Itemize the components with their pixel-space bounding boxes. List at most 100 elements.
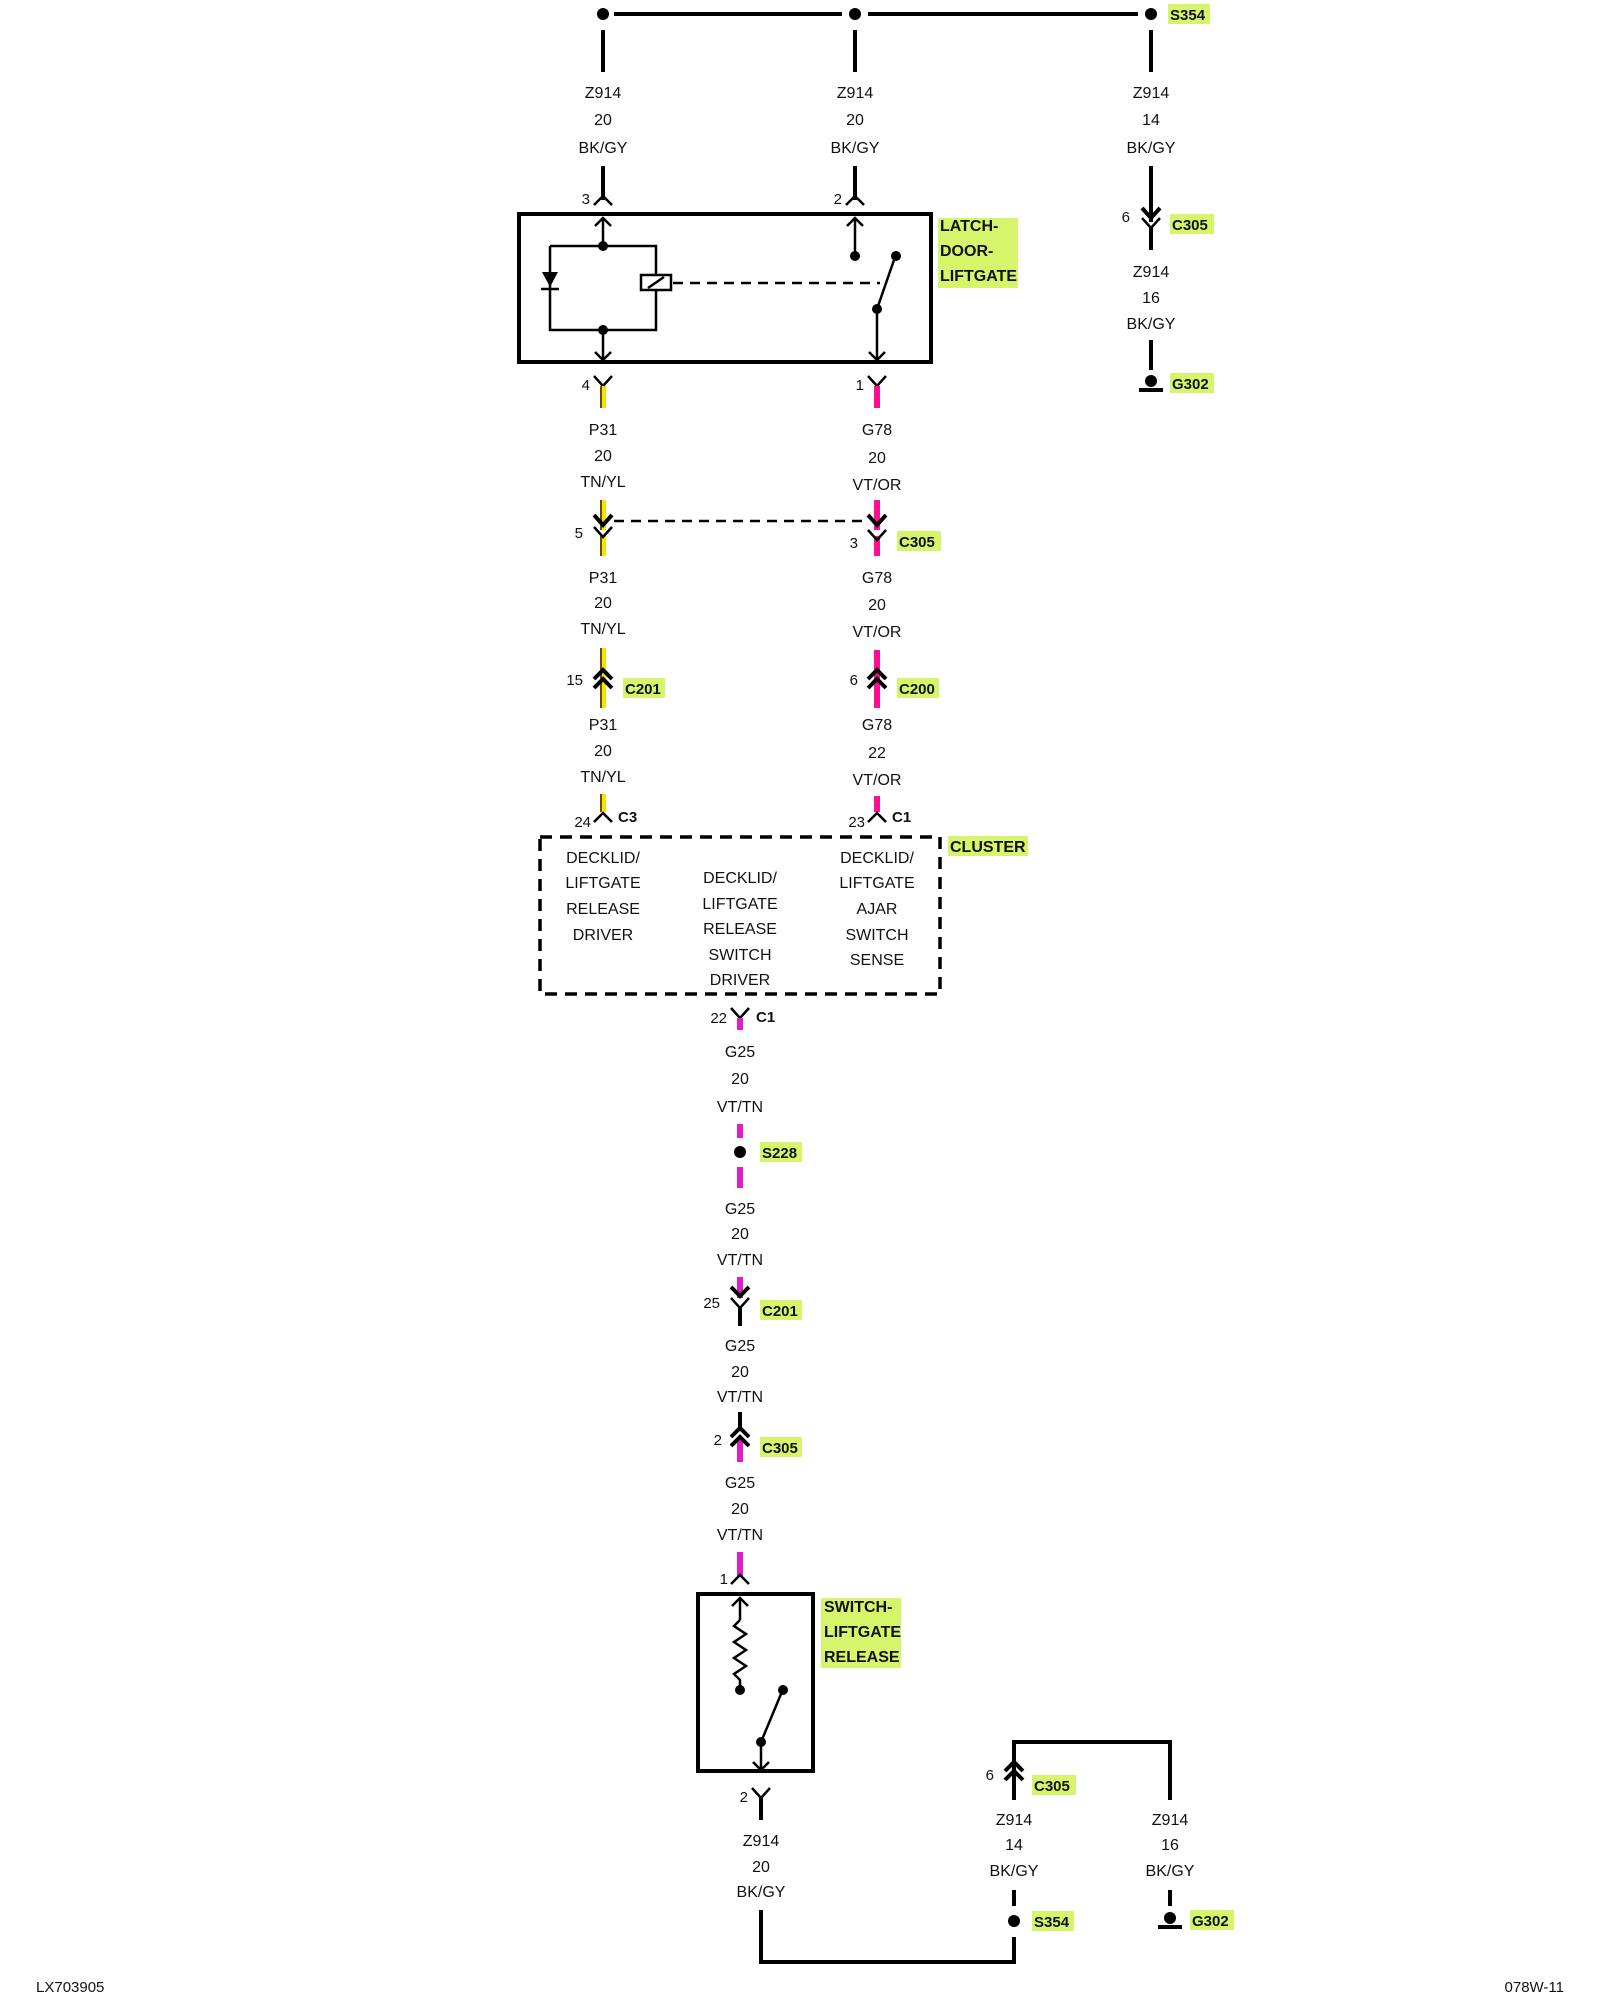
label-highlight (760, 1437, 802, 1457)
function-line: RELEASE (566, 901, 640, 918)
wire-label-g25-d: G25 20 VT/TN (717, 1475, 763, 1544)
circuit-id: P31 (589, 717, 618, 734)
circuit-id: Z914 (743, 1833, 780, 1850)
label-highlight (1032, 1911, 1074, 1931)
component-name-line: SWITCH- (824, 1599, 892, 1616)
terminal-arrow (868, 351, 886, 362)
connector-latch-pin4: 4 (582, 375, 613, 394)
splice-s228: S228 (734, 1142, 802, 1162)
connector-latch-pin3: 3 (582, 191, 613, 208)
wire-label-p31-a: P31 20 TN/YL (580, 422, 625, 491)
pin-number: 24 (574, 814, 591, 831)
connector-female-chevron (730, 1297, 750, 1310)
wire-gauge: 20 (731, 1501, 749, 1518)
connector-c201-g25: 25 C201 (703, 1285, 802, 1320)
ground-return-wire (759, 1910, 1016, 1964)
label-highlight (1190, 1910, 1234, 1930)
instrument-cluster: CLUSTER DECKLID/ LIFTGATE RELEASE DRIVER… (538, 835, 1028, 996)
coil-loop (548, 244, 658, 332)
circuit-id: Z914 (1152, 1812, 1189, 1829)
component-name: CLUSTER (950, 839, 1026, 856)
connector-male-chevron (592, 513, 614, 528)
wire-gauge: 22 (868, 745, 886, 762)
connector-switch-pin1: 1 (720, 1571, 750, 1588)
wire-label-p31-b: P31 20 TN/YL (580, 570, 625, 638)
connector-male-chevron (1140, 206, 1162, 221)
connector-female-chevron (593, 526, 613, 539)
splice-id: S228 (762, 1145, 797, 1162)
wire-color: VT/TN (717, 1252, 763, 1269)
connector-chevron (866, 667, 888, 681)
function-line: DRIVER (710, 972, 770, 989)
switch-contact (891, 251, 901, 261)
pin-number: 6 (850, 672, 858, 689)
splice-label-s354: S354 (1170, 7, 1206, 24)
pin-number: 23 (848, 814, 865, 831)
connector-id: C1 (756, 1009, 775, 1026)
wire-gauge: 20 (731, 1364, 749, 1381)
cluster-function-left: DECKLID/ LIFTGATE RELEASE DRIVER (565, 850, 640, 944)
ground-icon (1164, 1912, 1176, 1924)
wire-color: VT/OR (853, 772, 902, 789)
wire-color: BK/GY (990, 1863, 1039, 1880)
splice-dot (734, 1146, 746, 1158)
component-name-line: LIFTGATE (824, 1624, 901, 1641)
top-ground-bus: S354 (597, 4, 1210, 72)
connector-c1-g78: 23 C1 (848, 809, 911, 831)
connector-chevron (730, 1573, 750, 1585)
wire-label-z914-a: Z914 20 BK/GY (579, 85, 628, 157)
cluster-function-right: DECKLID/ LIFTGATE AJAR SWITCH SENSE (839, 850, 914, 969)
connector-chevron (592, 667, 614, 681)
connector-id: C3 (618, 809, 637, 826)
resistor-icon (731, 1619, 749, 1690)
wire-color: VT/TN (717, 1389, 763, 1406)
connector-id: C200 (899, 681, 935, 698)
wire-gauge: 16 (1142, 290, 1160, 307)
component-name-line: RELEASE (824, 1649, 900, 1666)
connector-c1-g25: 22 C1 (710, 1007, 775, 1027)
circuit-id: P31 (589, 570, 618, 587)
label-highlight (897, 678, 939, 698)
component-outline-dashed (538, 835, 942, 996)
wire-color: BK/GY (1146, 1863, 1195, 1880)
wire-label-g78-a: G78 20 VT/OR (853, 422, 902, 494)
wire-gauge: 20 (868, 597, 886, 614)
connector-chevron (1003, 1759, 1025, 1773)
splice-dot-s354 (1008, 1915, 1020, 1927)
circuit-id: G25 (725, 1201, 755, 1218)
wire-gauge: 20 (594, 595, 612, 612)
connector-female-chevron (867, 529, 887, 542)
diagram-id-right: 078W-11 (1505, 1979, 1564, 1996)
terminal-arrow (752, 1761, 770, 1772)
connector-chevron (729, 1434, 751, 1448)
pin-number: 1 (720, 1571, 728, 1588)
diagram-id-left: LX703905 (36, 1979, 104, 1996)
wire-color: VT/TN (717, 1527, 763, 1544)
switch-blade (875, 259, 896, 310)
connector-chevron (593, 375, 613, 388)
wire-gauge: 20 (868, 450, 886, 467)
ground-icon (1145, 375, 1157, 387)
circuit-id: G25 (725, 1044, 755, 1061)
connector-chevron (730, 1007, 750, 1020)
right-ground-branch: 6 C305 Z914 16 BK/GY G302 (1122, 166, 1214, 393)
circuit-id: G25 (725, 1475, 755, 1492)
circuit-id: G78 (862, 422, 892, 439)
connector-chevron (1003, 1768, 1025, 1782)
switch-contact (850, 251, 860, 261)
function-line: AJAR (857, 901, 898, 918)
pin-number: 5 (575, 525, 583, 542)
connector-chevron (867, 375, 887, 388)
wire-label-g25-a: G25 20 VT/TN (717, 1044, 763, 1116)
cluster-function-middle: DECKLID/ LIFTGATE RELEASE SWITCH DRIVER (702, 870, 777, 989)
function-line: RELEASE (703, 921, 777, 938)
wire-gauge: 20 (594, 743, 612, 760)
wire-gauge: 14 (1005, 1837, 1023, 1854)
function-line: DECKLID/ (703, 870, 777, 887)
splice-dot-s354 (1145, 8, 1157, 20)
connector-chevron (845, 194, 865, 206)
wire-label-z914-c: Z914 14 BK/GY (1127, 85, 1176, 157)
wire-gauge: 20 (846, 112, 864, 129)
pin-number: 15 (566, 672, 583, 689)
function-line: SWITCH (708, 947, 771, 964)
